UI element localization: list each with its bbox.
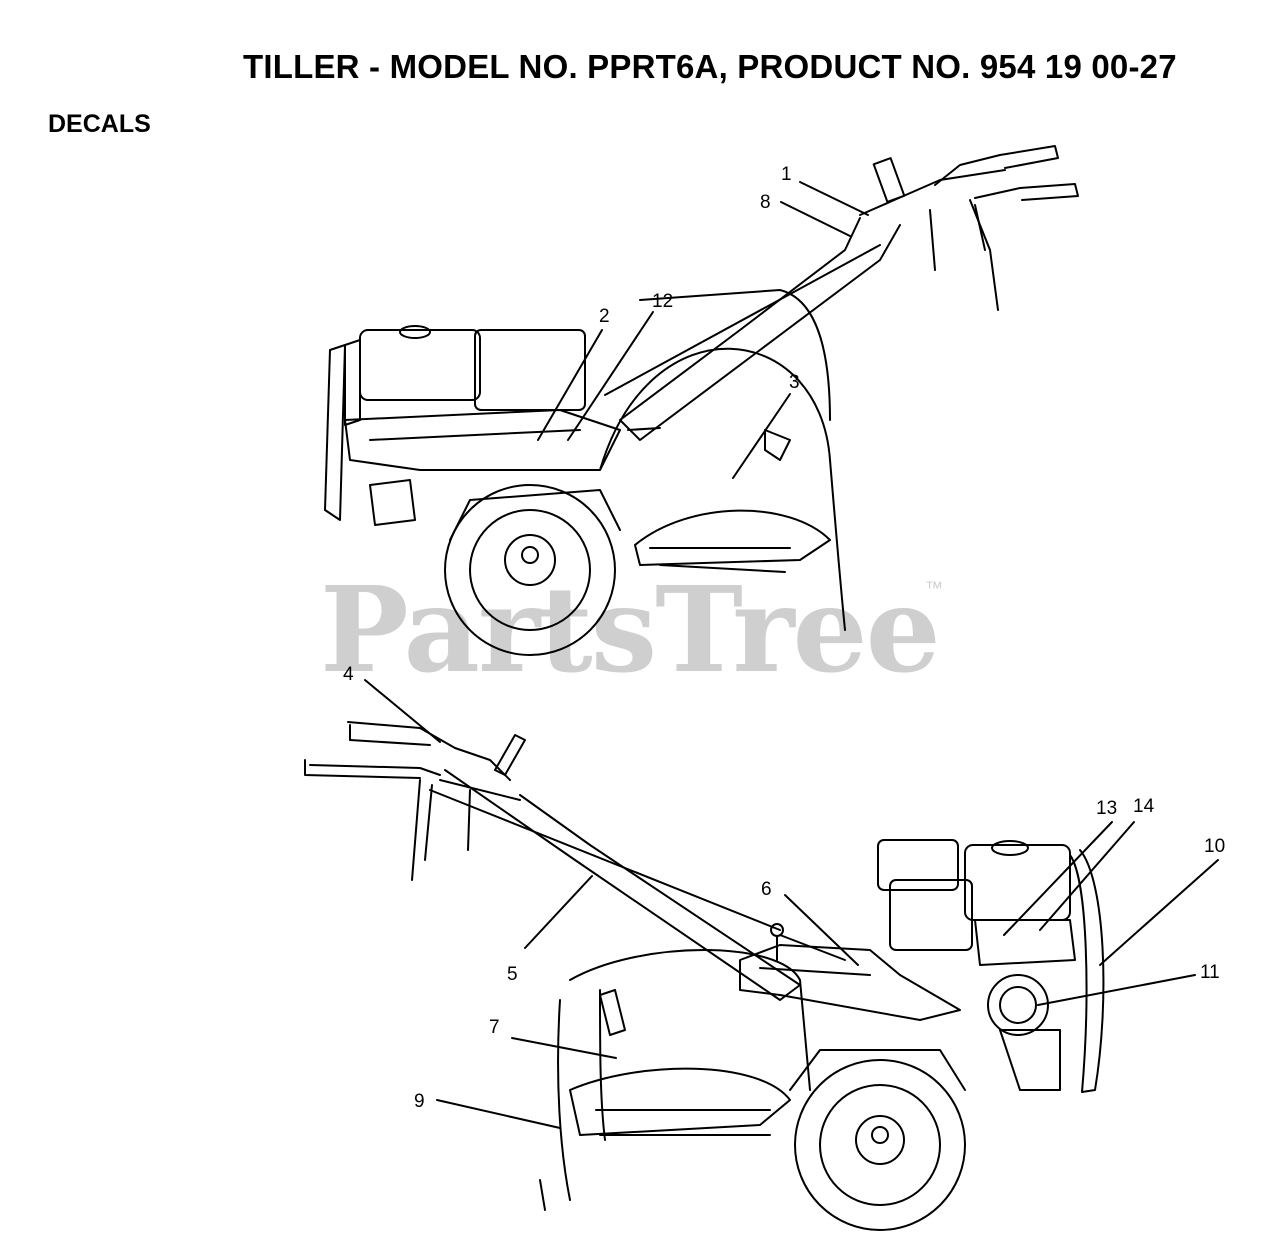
callout-12: 12	[652, 291, 673, 312]
callout-7: 7	[489, 1017, 500, 1038]
callout-11: 11	[1200, 962, 1220, 983]
upper-tiller-drawing	[324, 145, 1079, 656]
callout-3: 3	[789, 372, 800, 393]
callout-9: 9	[414, 1091, 425, 1112]
callout-5: 5	[507, 964, 518, 985]
callout-10: 10	[1204, 836, 1225, 857]
section-heading: DECALS	[48, 110, 151, 138]
callout-2: 2	[599, 306, 610, 327]
partstree-watermark: PartsTree	[320, 560, 941, 699]
callout-6: 6	[761, 879, 772, 900]
lower-tiller-drawing	[304, 679, 1219, 1231]
page-title: TILLER - MODEL NO. PPRT6A, PRODUCT NO. 9…	[243, 48, 1177, 85]
callout-4: 4	[343, 664, 354, 685]
callout-8: 8	[760, 192, 771, 213]
callout-14: 14	[1133, 796, 1155, 817]
callout-1: 1	[781, 164, 792, 185]
trademark-mark: ™	[925, 578, 943, 598]
callout-13: 13	[1096, 798, 1117, 819]
